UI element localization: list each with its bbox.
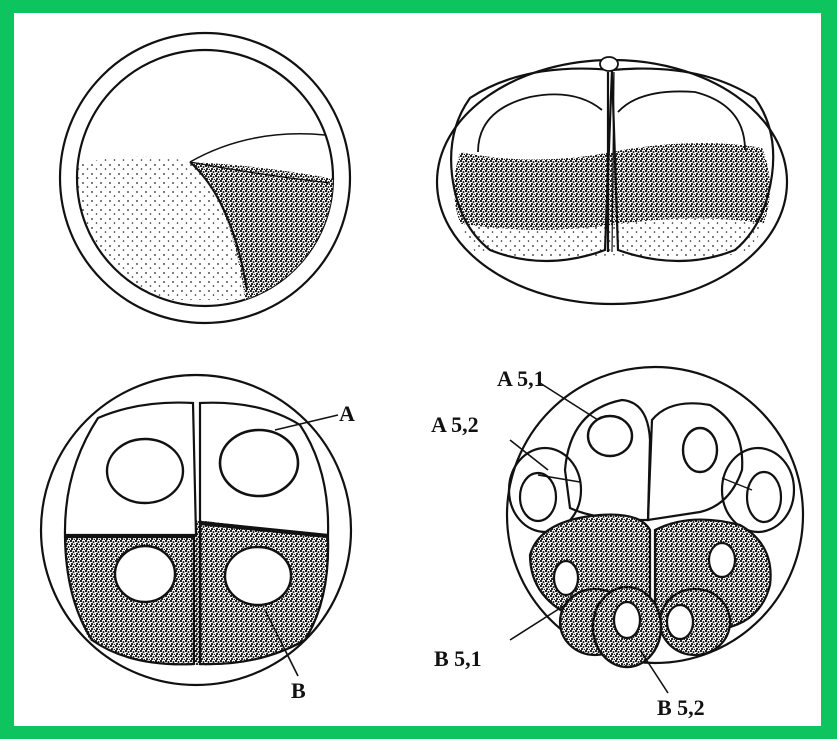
label-b51: B 5,1 xyxy=(434,646,482,671)
label-b: B xyxy=(291,678,306,703)
two-cell-figure xyxy=(437,57,787,304)
label-b52: B 5,2 xyxy=(657,695,705,720)
eight-cell-figure xyxy=(507,367,803,693)
label-a: A xyxy=(339,401,355,426)
label-a51: A 5,1 xyxy=(497,366,545,391)
label-a52: A 5,2 xyxy=(431,412,479,437)
four-cell-figure xyxy=(41,375,351,685)
zygote-figure xyxy=(60,33,350,323)
